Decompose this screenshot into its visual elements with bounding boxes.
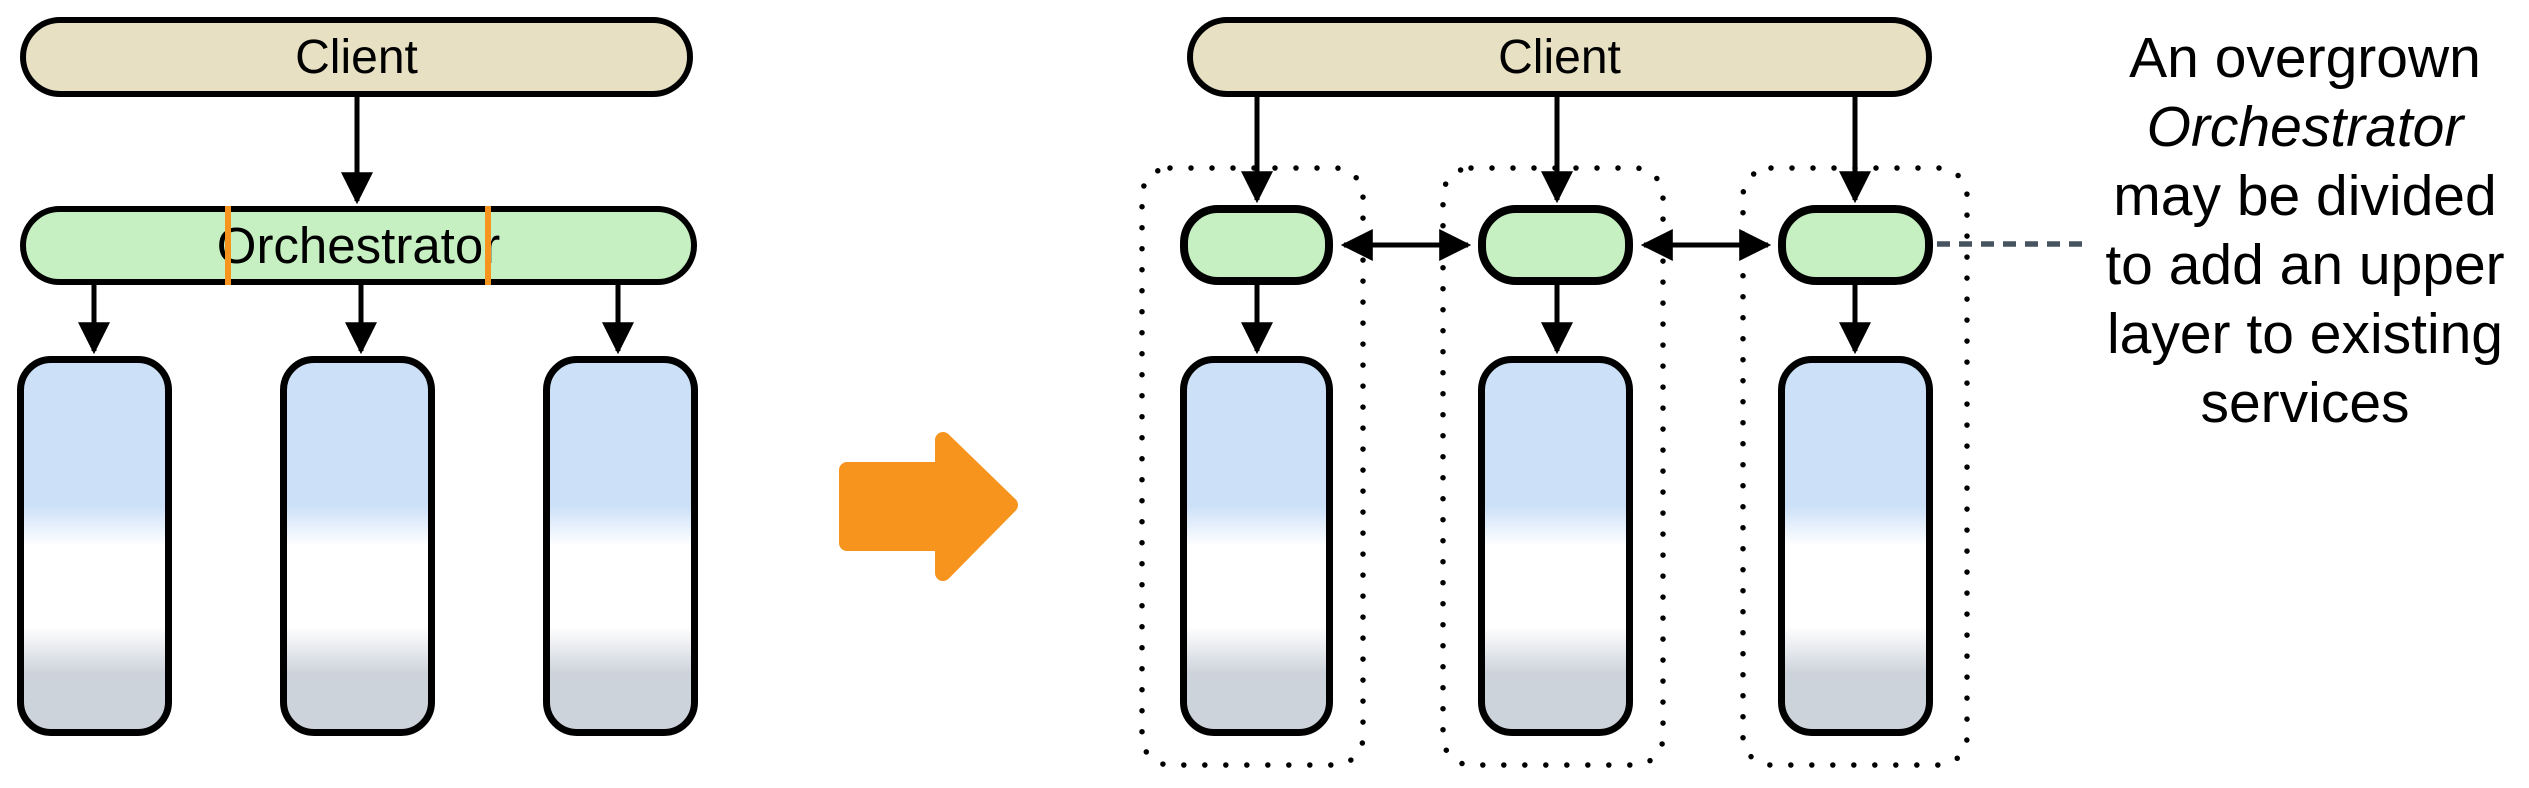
annotation-line-6: services — [2200, 371, 2410, 435]
left-client-box: Client — [20, 17, 693, 97]
left-service-box-1 — [17, 356, 172, 736]
left-client-label: Client — [295, 30, 418, 84]
right-service-box-3 — [1778, 356, 1933, 736]
annotation-line-1: An overgrown — [2129, 26, 2481, 90]
right-service-box-1 — [1180, 356, 1333, 736]
orchestrator-shard-1 — [1180, 205, 1333, 285]
left-orchestrator-box: Orchestrator — [20, 206, 697, 285]
right-service-box-2 — [1478, 356, 1633, 736]
left-orchestrator-label: Orchestrator — [216, 217, 501, 274]
annotation-line-3: may be divided — [2113, 164, 2497, 228]
annotation-text: An overgrown Orchestrator may be divided… — [2085, 24, 2525, 438]
annotation-line-5: layer to existing — [2106, 302, 2504, 366]
right-client-box: Client — [1187, 17, 1932, 97]
annotation-line-2: Orchestrator — [2146, 95, 2464, 159]
annotation-line-4: to add an upper — [2105, 233, 2505, 297]
right-client-label: Client — [1498, 30, 1621, 84]
orchestrator-split-mark-2 — [485, 206, 491, 285]
transform-arrow-icon — [839, 432, 1018, 581]
orchestrator-split-mark-1 — [225, 206, 231, 285]
orchestrator-shard-3 — [1778, 205, 1933, 285]
service-group-outline-1 — [1139, 165, 1366, 768]
left-service-box-2 — [280, 356, 435, 736]
left-service-box-3 — [543, 356, 698, 736]
service-group-outline-2 — [1440, 165, 1666, 768]
orchestrator-shard-2 — [1478, 205, 1633, 285]
